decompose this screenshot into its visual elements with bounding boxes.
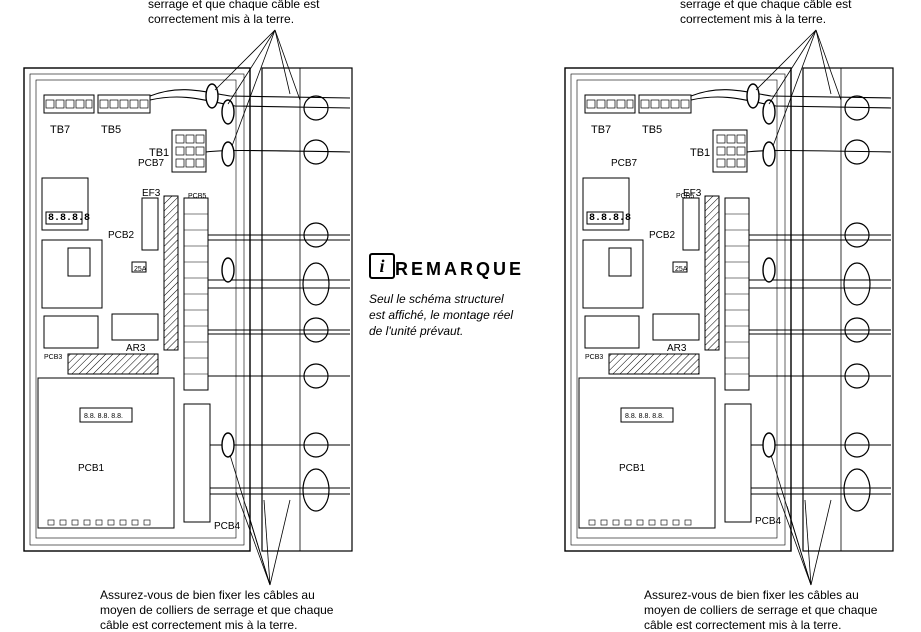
left-pcb1-digits: 8.8. 8.8. 8.8. [84, 413, 123, 420]
right-pcb1-label: PCB1 [619, 463, 646, 474]
top-left-caption-line1: serrage et que chaque câble est [148, 0, 320, 11]
right-pcb5-label: PCB5 [676, 193, 695, 200]
left-pcb2-label: PCB2 [108, 230, 135, 241]
right-pcb7-label: PCB7 [611, 158, 638, 169]
bottom-left-caption-line2: moyen de colliers de serrage et que chaq… [100, 603, 334, 617]
top-right-caption-line2: correctement mis à la terre. [680, 12, 827, 26]
top-left-caption-line2: correctement mis à la terre. [148, 12, 295, 26]
left-pcb1-label: PCB1 [78, 463, 105, 474]
right-ef3-label: EF3 [683, 188, 702, 199]
left-tb7-label: TB7 [50, 124, 71, 136]
left-pcb3-label: PCB3 [44, 354, 63, 361]
right-tb1-label: TB1 [690, 147, 711, 159]
right-fuse-label: 25A [675, 266, 688, 273]
info-icon: i [369, 253, 395, 279]
left-ar3-label: AR3 [126, 343, 146, 354]
right-ar3-label: AR3 [667, 343, 687, 354]
note-line-1: Seul le schéma structurel [369, 292, 504, 306]
bottom-right-caption-line2: moyen de colliers de serrage et que chaq… [644, 603, 878, 617]
note-line-2: est affiché, le montage réel [369, 308, 514, 322]
right-pcb1-digits: 8.8. 8.8. 8.8. [625, 413, 664, 420]
left-pcb7-label: PCB7 [138, 158, 165, 169]
left-tb1-label: TB1 [149, 147, 170, 159]
left-ef3-label: EF3 [142, 188, 161, 199]
bottom-right-caption-line3: câble est correctement mis à la terre. [644, 618, 842, 632]
right-pcb3-label: PCB3 [585, 354, 604, 361]
right-tb5-label: TB5 [642, 124, 663, 136]
left-tb5-label: TB5 [101, 124, 122, 136]
right-tb7-label: TB7 [591, 124, 612, 136]
bottom-left-caption-line1: Assurez-vous de bien fixer les câbles au [100, 588, 315, 602]
bottom-left-caption-line3: câble est correctement mis à la terre. [100, 618, 298, 632]
right-pcb4-label: PCB4 [755, 516, 782, 527]
note-title: REMARQUE [395, 259, 525, 279]
left-pcb5-label: PCB5 [188, 193, 207, 200]
left-segment-display: 8.8.8.8 [48, 213, 91, 224]
bottom-right-caption-line1: Assurez-vous de bien fixer les câbles au [644, 588, 859, 602]
left-fuse-label: 25A [134, 266, 147, 273]
right-segment-display: 8.8.8.8 [589, 213, 632, 224]
note-line-3: de l'unité prévaut. [369, 324, 464, 338]
note-body: Seul le schéma structurel est affiché, l… [369, 291, 513, 339]
left-pcb4-label: PCB4 [214, 521, 241, 532]
top-right-caption-line1: serrage et que chaque câble est [680, 0, 852, 11]
right-pcb2-label: PCB2 [649, 230, 676, 241]
